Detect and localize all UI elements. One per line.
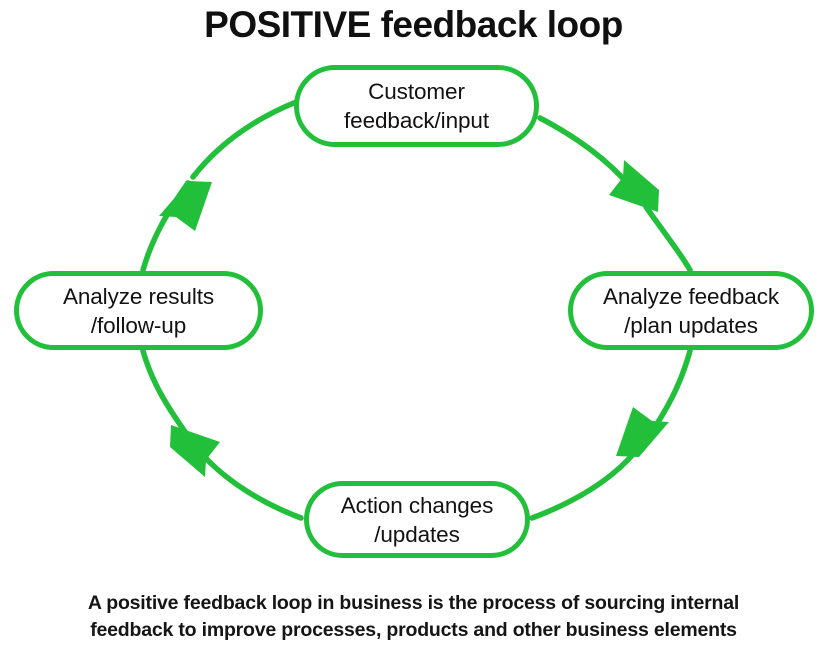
arc-left-to-top-tail: [190, 99, 299, 180]
arrowhead-left-to-top: [159, 181, 212, 231]
cycle-node-label: Action changes /updates: [340, 492, 494, 547]
arc-top-to-right-tail: [643, 204, 693, 273]
figure-caption: A positive feedback loop in business is …: [87, 592, 740, 641]
cycle-node-customer-feedback[interactable]: Customer feedback/input: [294, 65, 539, 147]
cycle-node-label: Analyze feedback /plan updates: [602, 283, 780, 338]
cycle-diagram-canvas: [140, 99, 693, 521]
page-title: POSITIVE feedback loop: [204, 4, 623, 45]
arc-bottom-to-left-tail: [140, 348, 191, 439]
cycle-node-action-changes[interactable]: Action changes /updates: [304, 481, 530, 558]
arrowhead-right-to-bottom: [616, 407, 669, 457]
cycle-node-label: Customer feedback/input: [344, 79, 489, 133]
cycle-node-label: Analyze results /follow-up: [62, 283, 215, 338]
arrowhead-bottom-to-left: [170, 425, 220, 477]
arc-right-to-bottom-tail: [529, 443, 643, 521]
cycle-node-analyze-feedback[interactable]: Analyze feedback /plan updates: [568, 271, 814, 350]
cycle-node-analyze-results[interactable]: Analyze results /follow-up: [14, 271, 263, 350]
arrowhead-top-to-right: [609, 160, 659, 212]
